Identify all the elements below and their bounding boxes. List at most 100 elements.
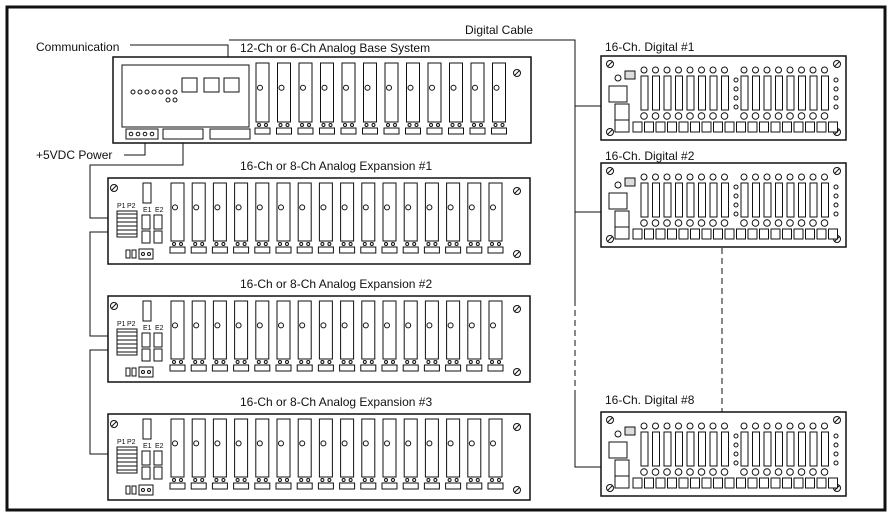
channel-terminal xyxy=(339,482,356,490)
channel-slot xyxy=(190,418,207,490)
channel-pot xyxy=(278,204,284,211)
channel-module xyxy=(652,75,660,111)
digital-channel xyxy=(686,173,695,227)
component-dot xyxy=(833,442,839,448)
screw-slot xyxy=(607,485,613,491)
channel-pot xyxy=(256,440,263,447)
terminal-dot xyxy=(391,360,395,364)
terminal-dot xyxy=(407,123,412,127)
component-dot xyxy=(733,202,739,208)
channel-card xyxy=(403,182,418,242)
channel-card xyxy=(318,182,333,242)
channel-terminal xyxy=(233,364,250,372)
mounting-screw xyxy=(513,368,521,376)
channel-terminal xyxy=(720,112,729,120)
channel-pot xyxy=(172,204,178,211)
channel-terminal xyxy=(786,112,794,120)
channel-pot xyxy=(256,322,263,329)
channel-terminal xyxy=(405,127,421,135)
channel-card xyxy=(276,300,291,360)
terminal-dot xyxy=(263,242,268,246)
channel-led xyxy=(675,173,682,181)
channel-slot xyxy=(233,418,250,490)
channel-led xyxy=(663,66,671,74)
channel-led xyxy=(740,66,748,74)
channel-terminal xyxy=(340,127,357,135)
channel-module xyxy=(740,75,749,111)
terminal-dot xyxy=(320,478,325,482)
terminal-dot xyxy=(256,478,261,482)
header-block xyxy=(142,418,152,440)
mounting-screw xyxy=(513,187,521,195)
terminal-dot xyxy=(497,242,501,246)
terminal-dot xyxy=(426,360,431,364)
channel-card xyxy=(212,418,227,478)
channel-terminal xyxy=(740,112,748,120)
channel-pot xyxy=(214,440,221,447)
channel-module xyxy=(709,75,718,111)
terminal-dot xyxy=(454,360,459,364)
terminal-cell xyxy=(828,477,838,489)
terminal-dot xyxy=(405,478,410,482)
channel-card xyxy=(191,418,206,478)
led-block xyxy=(125,367,131,377)
channel-slot xyxy=(339,300,356,372)
terminal-dot xyxy=(147,488,151,492)
terminal-dot xyxy=(172,360,176,364)
jumper-block xyxy=(153,466,163,480)
channel-terminal xyxy=(697,219,706,227)
terminal-dot xyxy=(362,242,367,246)
channel-pot xyxy=(341,322,348,329)
channel-card xyxy=(297,182,312,242)
terminal-dot xyxy=(490,242,494,246)
channel-card xyxy=(406,62,420,123)
screw-slot xyxy=(607,417,613,423)
channel-terminal xyxy=(487,246,504,254)
channel-pot xyxy=(384,322,390,329)
channel-terminal xyxy=(786,468,794,476)
status-led xyxy=(172,89,178,95)
digital-channel xyxy=(797,66,806,120)
channel-slot xyxy=(405,62,421,135)
screw-slot xyxy=(514,306,520,312)
digital-channel xyxy=(809,66,818,120)
connector-block xyxy=(614,119,630,133)
digital-cable-label: Digital Cable xyxy=(465,23,533,37)
jumper-block xyxy=(153,230,163,244)
digital-channel xyxy=(709,422,718,476)
led-block xyxy=(131,249,137,259)
mounting-screw xyxy=(606,128,614,136)
digital-channel xyxy=(674,173,683,227)
channel-pot xyxy=(320,322,327,329)
channel-card xyxy=(403,418,418,478)
terminal-cell xyxy=(747,228,758,240)
channel-module xyxy=(798,431,806,467)
channel-terminal xyxy=(709,112,717,120)
channel-terminal xyxy=(763,219,771,227)
terminal-cell xyxy=(759,477,769,489)
channel-terminal xyxy=(426,127,443,135)
channel-module xyxy=(740,182,749,218)
channel-slot xyxy=(233,300,250,372)
terminal-dot xyxy=(221,242,226,246)
terminal-dot xyxy=(433,478,438,482)
channel-terminal xyxy=(445,482,462,490)
channel-terminal xyxy=(445,246,462,254)
status-led xyxy=(158,89,164,95)
channel-pot xyxy=(407,84,414,91)
channel-led xyxy=(721,173,728,181)
channel-module xyxy=(740,431,749,467)
terminal-cell xyxy=(713,121,723,133)
component-dot xyxy=(833,95,839,101)
channel-slot xyxy=(317,182,334,254)
digital-channel xyxy=(640,66,649,120)
channel-pot xyxy=(299,322,306,329)
p1-label: P1 xyxy=(117,439,126,446)
channel-module xyxy=(686,75,695,111)
channel-led xyxy=(752,173,759,181)
terminal-dot xyxy=(405,242,410,246)
digital-channel xyxy=(774,173,783,227)
channel-led xyxy=(763,422,771,430)
ribbon-to-expansion-2 xyxy=(89,231,118,337)
